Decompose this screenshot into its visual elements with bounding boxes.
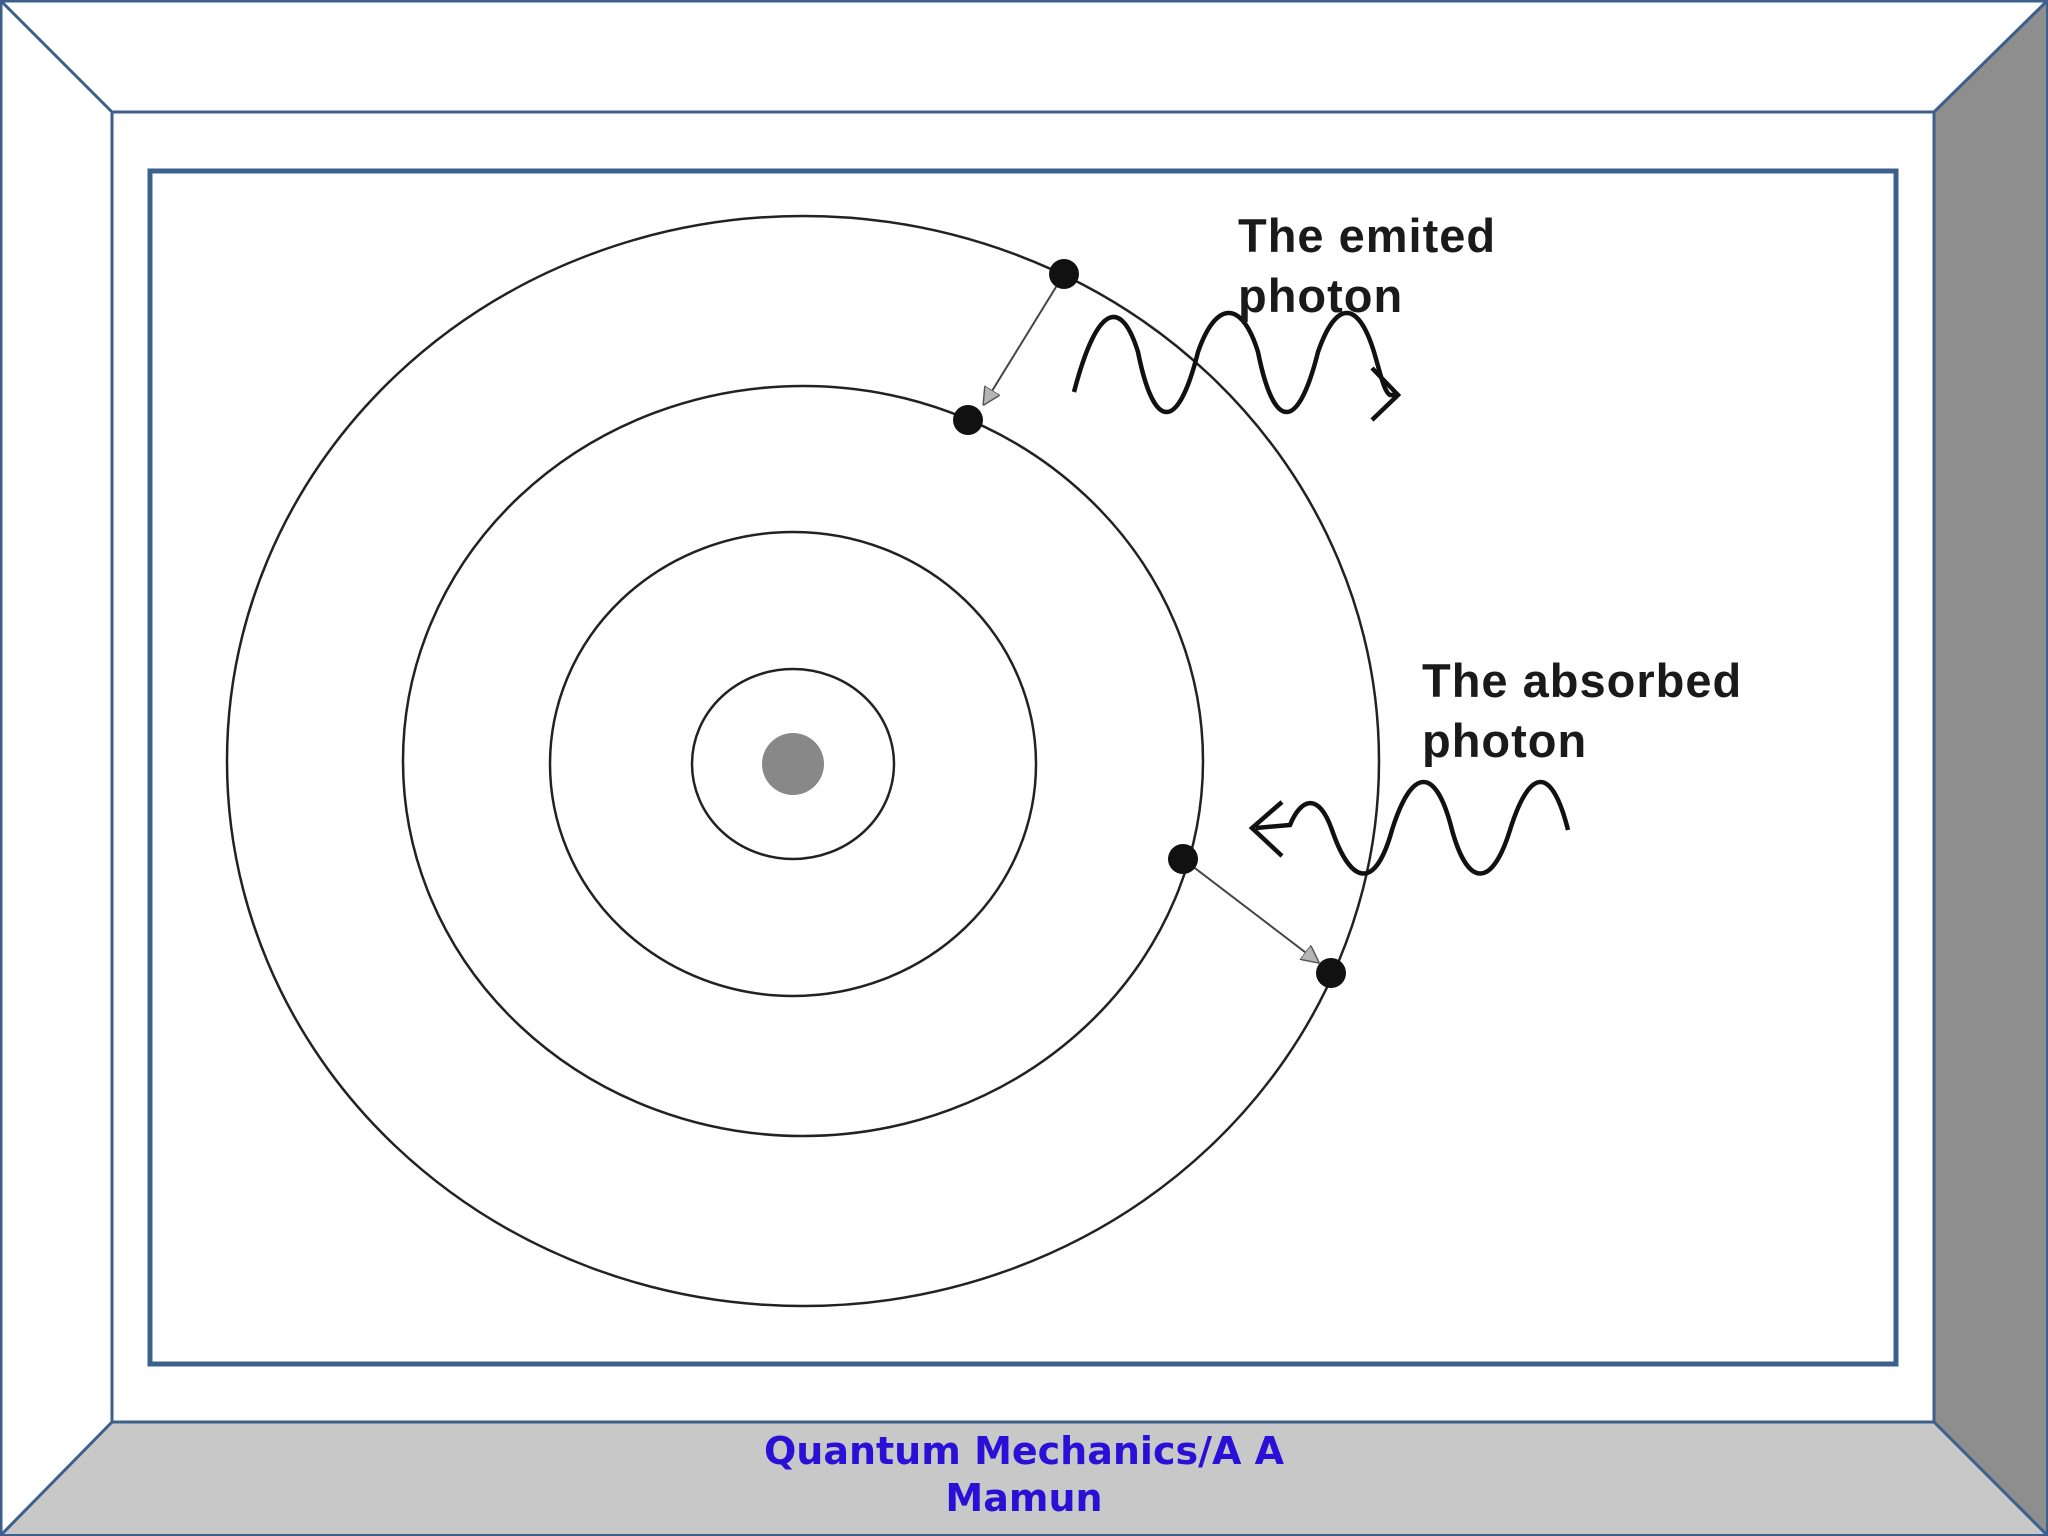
frame-right-panel: [1934, 2, 2046, 1534]
orbit-third: [401, 384, 1205, 1138]
emitted-photon-label-line1: The emited: [1238, 209, 1496, 262]
frame-bevel-line: [1932, 1420, 2048, 1536]
diagram-box: [147, 168, 1899, 1367]
absorbed-photon-label-line1: The absorbed: [1422, 654, 1742, 707]
emitted-photon-label-line2: photon: [1238, 269, 1403, 322]
electron-emission-end: [953, 405, 983, 435]
orbit-second: [548, 530, 1038, 998]
frame-bottom-panel: [2, 1422, 2046, 1534]
footer-title-line2: Mamun: [945, 1476, 1103, 1520]
absorbed-photon-label-line2: photon: [1422, 714, 1587, 767]
absorbed-photon-arrowhead: [1248, 800, 1284, 858]
bohr-atom-diagram: The emited photon The absorbed photon: [225, 209, 1742, 1308]
electron-absorption-start: [1168, 844, 1198, 874]
orbit-outer: [225, 214, 1381, 1308]
footer-title-line1: Quantum Mechanics/A A: [763, 1429, 1285, 1473]
frame-bevel-line: [0, 1420, 114, 1536]
electron-absorption-end: [1316, 958, 1346, 988]
absorbed-photon-wave: [1255, 780, 1571, 876]
emitted-photon-wave: [1071, 310, 1396, 415]
frame-bevel-line: [1932, 0, 2048, 114]
nucleus: [762, 733, 824, 795]
electron-emission-start: [1049, 259, 1079, 289]
footer-title: Quantum Mechanics/A A Mamun: [624, 1428, 1424, 1522]
emitted-photon-arrowhead: [1370, 366, 1402, 422]
emission-transition-arrow: [984, 273, 1065, 404]
frame-bevel-line: [0, 0, 114, 114]
orbit-inner: [690, 667, 896, 861]
absorption-transition-arrow: [1182, 858, 1318, 962]
